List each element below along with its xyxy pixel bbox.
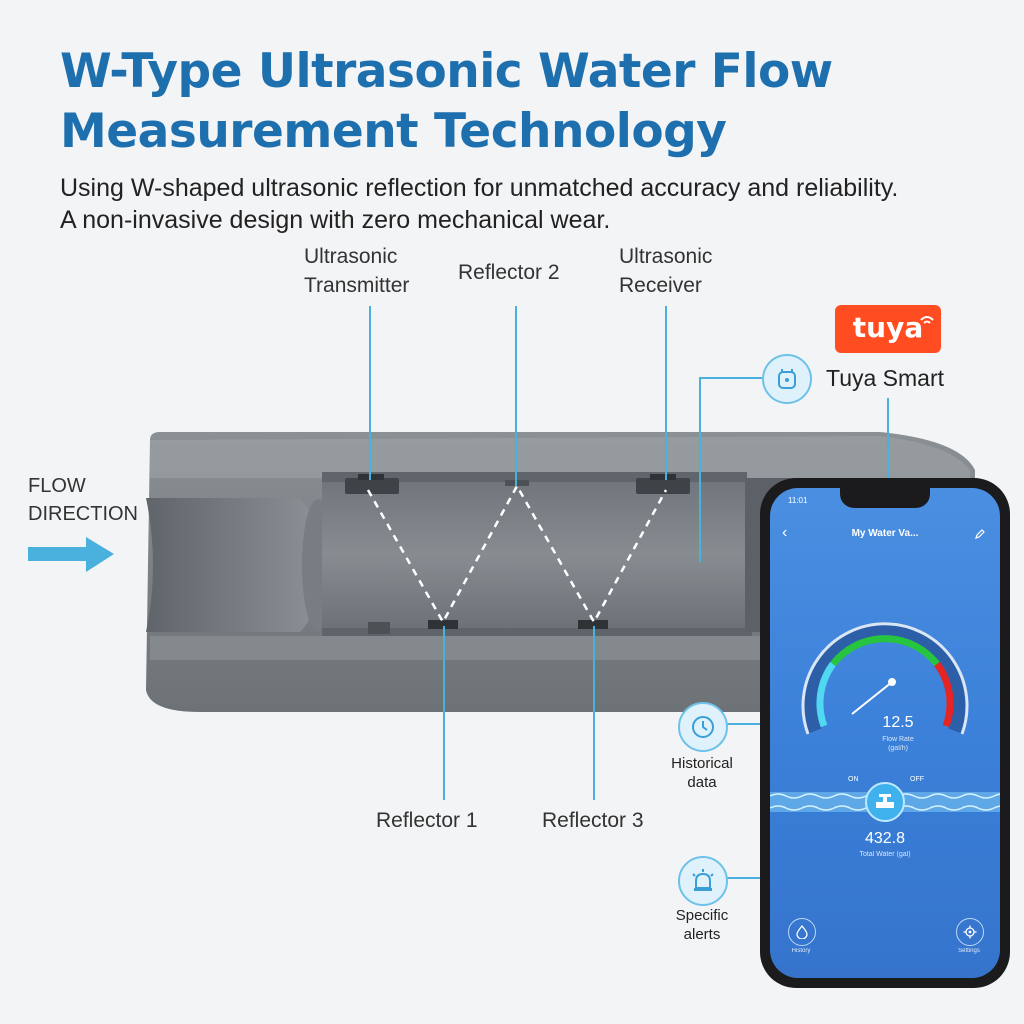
reflector-1-label: Reflector 1	[376, 809, 478, 832]
water-drop-icon	[796, 925, 808, 939]
ultrasonic-path	[366, 483, 668, 625]
transmitter-label: Ultrasonic Transmitter	[304, 242, 409, 300]
smart-app-icon	[762, 354, 812, 404]
settings-nav-button[interactable]	[956, 918, 984, 946]
flow-rate-label: Flow Rate	[882, 736, 914, 743]
valve-off-label: OFF	[910, 776, 924, 783]
history-nav-button[interactable]	[788, 918, 816, 946]
valve-on-label: ON	[848, 776, 859, 783]
reflector-2-label: Reflector 2	[458, 261, 560, 284]
bottom-clip	[368, 622, 390, 634]
history-nav-label: History	[791, 948, 811, 954]
flow-direction-label: FLOW DIRECTION	[28, 472, 138, 528]
settings-nav-label: Settings	[958, 948, 980, 954]
status-time: 11:01	[788, 496, 808, 505]
transmitter-sensor	[345, 478, 399, 494]
receiver-label-line-1: Ultrasonic	[619, 245, 713, 268]
gauge-green-arc	[830, 635, 940, 667]
receiver-sensor	[636, 478, 690, 494]
pipe-inner-bottom-wall	[322, 628, 752, 638]
phone-notch	[840, 488, 930, 508]
smartphone: 11:01 ‹ My Water Va... 12.5 Flow Rate (g…	[760, 478, 1010, 988]
page-subtitle: Using W-shaped ultrasonic reflection for…	[60, 172, 1000, 236]
gauge-needle	[851, 681, 893, 715]
page-title: W-Type Ultrasonic Water Flow Measurement…	[60, 44, 833, 159]
specific-alerts-icon-wrap	[678, 856, 728, 906]
flow-rate-unit: (gal/h)	[888, 745, 908, 752]
flow-direction-line-1: FLOW	[28, 475, 86, 497]
alarm-icon	[692, 869, 714, 891]
tuya-smart-label: Tuya Smart	[826, 365, 945, 391]
back-chevron-icon[interactable]: ‹	[782, 524, 788, 541]
edit-icon[interactable]	[974, 528, 986, 540]
reflector-1	[428, 620, 458, 629]
flow-rate-value: 12.5	[882, 714, 914, 731]
gauge-red-arc	[934, 661, 954, 728]
historical-data-line-2: data	[687, 774, 717, 791]
specific-alerts-label: Specific alerts	[656, 906, 748, 944]
transmitter-label-line-1: Ultrasonic	[304, 245, 398, 268]
reflector-3	[578, 620, 608, 629]
receiver-label: Ultrasonic Receiver	[619, 242, 712, 300]
pipe-inlet	[146, 498, 320, 632]
historical-data-icon-wrap	[678, 702, 728, 752]
pipe-top-rim	[150, 436, 970, 478]
receiver-label-line-2: Receiver	[619, 274, 702, 297]
wifi-icon	[920, 316, 934, 324]
total-water-value: 432.8	[864, 830, 906, 847]
specific-alerts-line-2: alerts	[683, 926, 721, 943]
app-device-icon	[778, 369, 796, 389]
valve-toggle-button[interactable]	[865, 782, 905, 822]
pipe-lower-ledge	[150, 636, 770, 660]
clock-icon	[692, 716, 714, 738]
total-water-label: Total Water (gal)	[859, 851, 911, 858]
flow-gauge	[801, 622, 969, 735]
valve-icon	[876, 794, 894, 808]
app-connection-line	[699, 377, 762, 562]
pipe-inner-chamber	[322, 478, 745, 632]
transmitter-label-line-2: Transmitter	[304, 274, 410, 297]
gauge-cyan-arc	[816, 661, 836, 728]
historical-data-line-1: Historical	[671, 755, 733, 772]
subtitle-line-1: Using W-shaped ultrasonic reflection for…	[60, 174, 899, 202]
gauge-ring	[801, 622, 969, 735]
screen-title: My Water Va...	[851, 528, 919, 539]
reflector-3-label: Reflector 3	[542, 809, 644, 832]
historical-data-label: Historical data	[656, 754, 748, 792]
specific-alerts-line-1: Specific	[675, 907, 729, 924]
tuya-logo: tuya	[835, 305, 941, 353]
phone-screen: 11:01 ‹ My Water Va... 12.5 Flow Rate (g…	[770, 488, 1000, 978]
subtitle-line-2: A non-invasive design with zero mechanic…	[60, 206, 611, 234]
flow-arrow-icon	[28, 537, 114, 572]
gear-icon	[963, 925, 977, 939]
pipe-inner-top-wall	[322, 472, 747, 482]
flow-direction-line-2: DIRECTION	[28, 503, 138, 525]
